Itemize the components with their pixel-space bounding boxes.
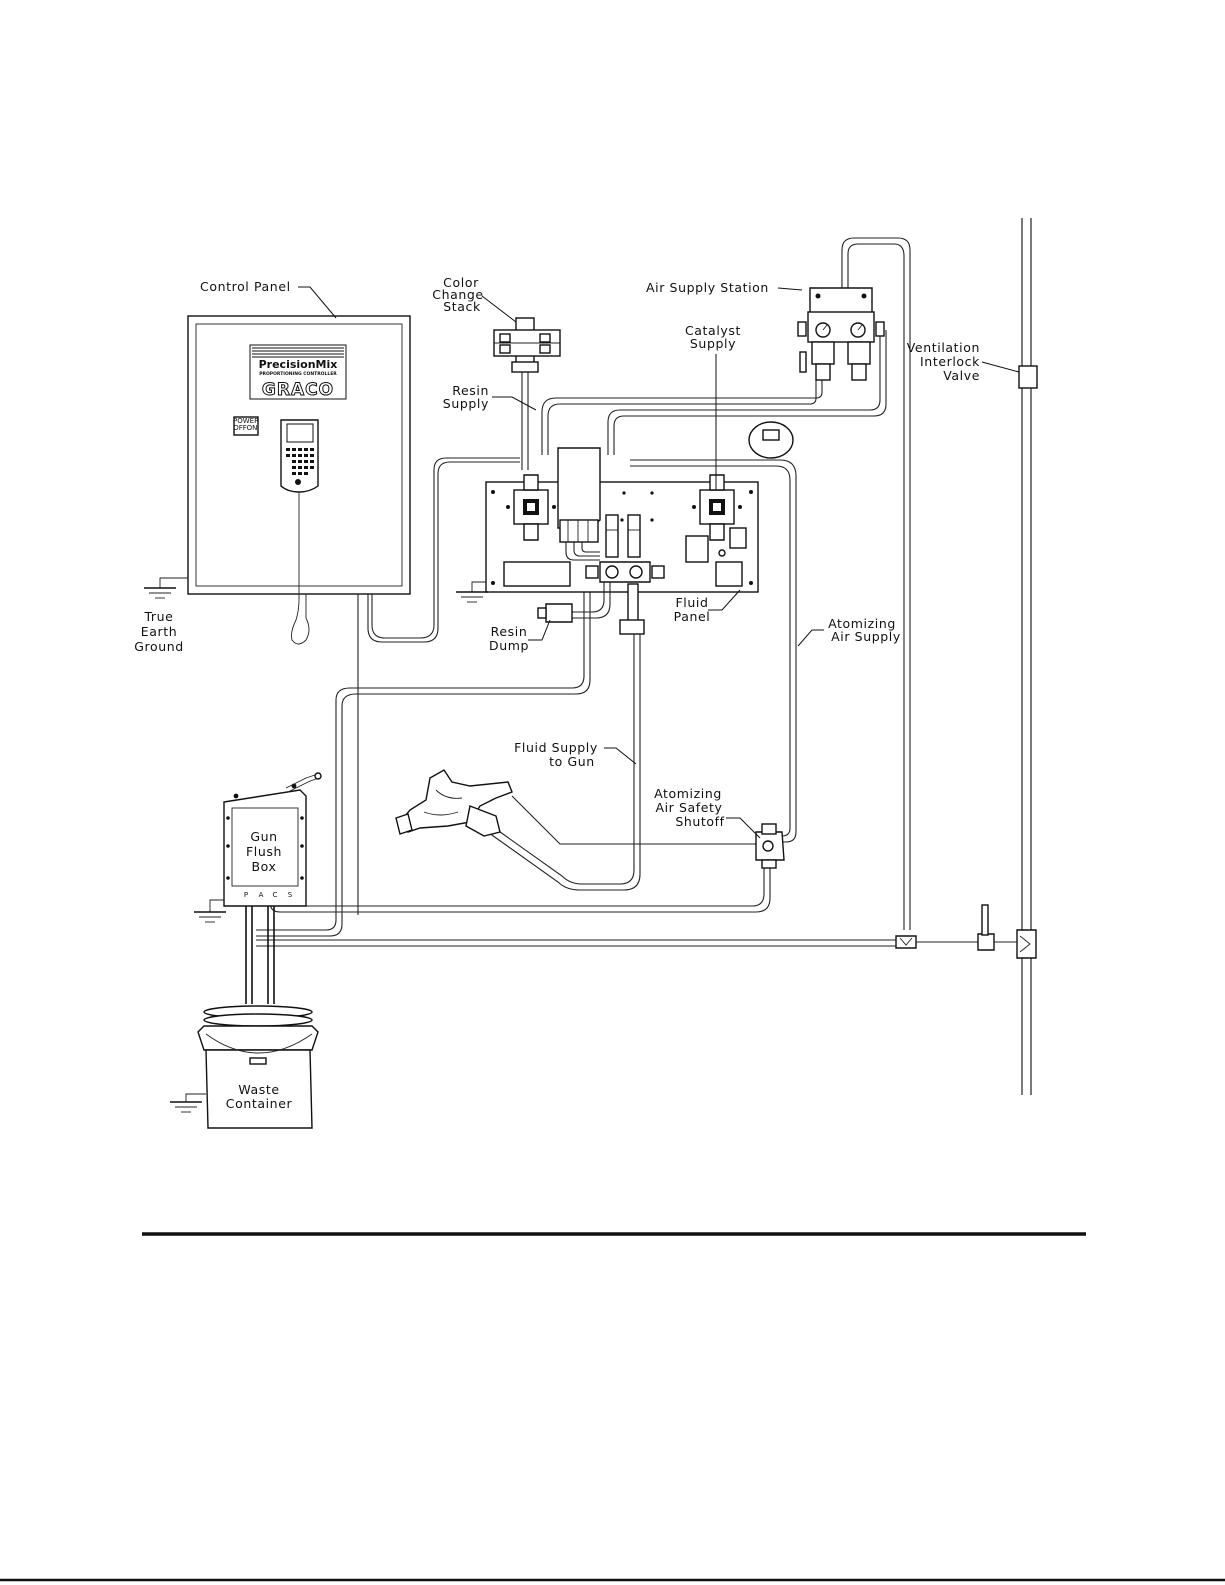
- handheld-controller: [280, 419, 319, 645]
- spray-gun: [395, 769, 760, 845]
- color-change-stack: [493, 317, 561, 470]
- resin-dump-label-line2: Dump: [489, 638, 529, 653]
- resin-supply-label-line2: Supply: [443, 396, 489, 411]
- fluid-supply-label-line1: Fluid Supply: [514, 740, 598, 755]
- power-switch: POWER OFF ON: [233, 416, 259, 436]
- ventilation-interlock-valve-body: [1018, 365, 1038, 389]
- safety-shutoff-label-line1: Atomizing: [654, 786, 722, 801]
- logo-product-text: PrecisionMix: [259, 358, 338, 371]
- flush-port-p: P: [244, 891, 248, 899]
- air-hoses: [256, 237, 1017, 951]
- power-switch-on: ON: [247, 424, 258, 432]
- control-panel: PrecisionMix PROPORTIONING CONTROLLER GR…: [144, 315, 411, 645]
- leader-lines: [298, 286, 1020, 839]
- control-panel-label: Control Panel: [200, 279, 291, 294]
- flush-port-a: A: [259, 891, 264, 899]
- logo-subtitle-text: PROPORTIONING CONTROLLER: [259, 371, 337, 377]
- color-change-stack-label-line3: Stack: [443, 299, 481, 314]
- control-cables: [256, 457, 771, 937]
- power-switch-off: OFF: [233, 424, 247, 432]
- air-supply-station-label: Air Supply Station: [646, 280, 769, 295]
- tee-fitting: [1016, 929, 1037, 959]
- color-change-stack-label-line1: Color: [443, 275, 479, 290]
- fluid-supply-label-line2: to Gun: [549, 754, 595, 769]
- ventilation-duct: [1016, 218, 1038, 1095]
- waste-container-label-line2: Container: [226, 1096, 293, 1111]
- catalyst-supply-label-line1: Catalyst: [685, 323, 741, 338]
- power-switch-title: POWER: [233, 417, 259, 425]
- atomizing-air-supply-label-line1: Atomizing: [828, 616, 896, 631]
- air-supply-station: [748, 287, 885, 459]
- true-earth-ground-label-line3: Ground: [134, 639, 184, 654]
- fluid-panel: [456, 447, 759, 891]
- ventilation-label-line2: Interlock: [920, 354, 980, 369]
- callout-labels: Control Panel Color Change Stack Air Sup…: [134, 275, 980, 1111]
- true-earth-ground-label-line1: True: [144, 609, 174, 624]
- resin-dump-label-line1: Resin: [491, 624, 528, 639]
- gun-flush-box-label-line2: Flush: [246, 844, 282, 859]
- safety-shutoff-label-line3: Shutoff: [675, 814, 724, 829]
- waste-container: [170, 1005, 319, 1129]
- ventilation-label-line3: Valve: [943, 368, 980, 383]
- gun-flush-box-label-line3: Box: [251, 859, 276, 874]
- gun-flush-box: [194, 772, 322, 1004]
- safety-shutoff-label-line2: Air Safety: [655, 800, 722, 815]
- fluid-panel-label-line2: Panel: [674, 609, 711, 624]
- true-earth-ground-label-line2: Earth: [141, 624, 178, 639]
- color-change-stack-label-line2: Change: [432, 287, 483, 302]
- flush-port-s: S: [288, 891, 293, 899]
- flush-port-c: C: [273, 891, 278, 899]
- air-safety-shutoff: [755, 823, 785, 869]
- waste-container-label-line1: Waste: [238, 1082, 279, 1097]
- ventilation-label-line1: Ventilation: [907, 340, 980, 355]
- atomizing-air-supply-label-line2: Air Supply: [831, 629, 901, 644]
- catalyst-supply-label-line2: Supply: [690, 336, 736, 351]
- gun-flush-box-label-line1: Gun: [250, 829, 277, 844]
- precisionmix-logo: PrecisionMix PROPORTIONING CONTROLLER GR…: [249, 344, 347, 401]
- fluid-panel-label-line1: Fluid: [676, 595, 709, 610]
- logo-brand-text: GRACO: [262, 380, 334, 400]
- resin-supply-label-line1: Resin: [452, 383, 489, 398]
